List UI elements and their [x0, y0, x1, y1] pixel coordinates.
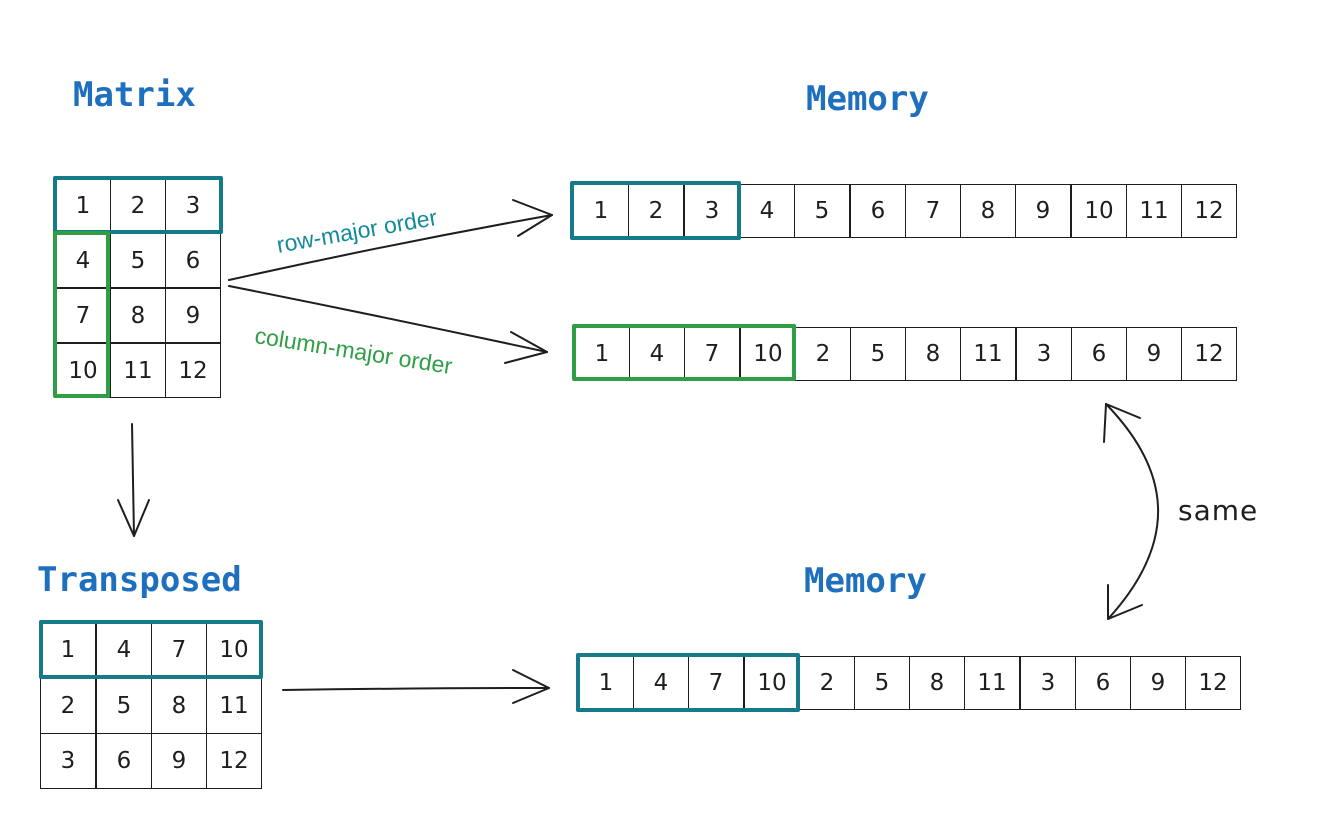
- cell: 3: [40, 733, 96, 789]
- row-major-arrowhead: [512, 199, 553, 237]
- transposed-title: Transposed: [37, 560, 242, 600]
- cell: 2: [40, 678, 96, 734]
- cell: 1: [55, 178, 111, 233]
- same-arrowhead-top: [1103, 403, 1141, 443]
- cell: 5: [110, 233, 166, 288]
- cell: 1: [574, 327, 630, 381]
- cell: 6: [1071, 327, 1127, 381]
- cell: 3: [1016, 327, 1072, 381]
- cell: 7: [905, 184, 961, 238]
- cell: 3: [684, 184, 740, 238]
- cell: 9: [1015, 184, 1071, 238]
- matrix-title: Matrix: [73, 75, 196, 115]
- cell: 8: [909, 656, 965, 710]
- cell: 3: [1020, 656, 1076, 710]
- cell: 3: [165, 178, 221, 233]
- same-label: same: [1178, 494, 1259, 527]
- cell: 6: [1075, 656, 1131, 710]
- cell: 4: [96, 622, 152, 678]
- cell: 12: [1181, 327, 1237, 381]
- cell: 9: [151, 733, 207, 789]
- cell: 12: [1185, 656, 1241, 710]
- cell: 6: [96, 733, 152, 789]
- cell: 5: [854, 656, 910, 710]
- cell: 12: [206, 733, 262, 789]
- column-major-arrowhead: [504, 331, 548, 364]
- cell: 10: [1071, 184, 1127, 238]
- transpose-down-arrowhead: [117, 499, 150, 537]
- transpose-down-arrow: [131, 423, 135, 537]
- cell: 8: [110, 288, 166, 343]
- cell: 4: [739, 184, 795, 238]
- cell: 9: [165, 288, 221, 343]
- memory-bottom-title: Memory: [804, 561, 927, 601]
- cell: 12: [1181, 184, 1237, 238]
- cell: 9: [1126, 327, 1182, 381]
- same-curved-arrow: [1105, 403, 1160, 620]
- cell: 2: [795, 327, 851, 381]
- transposed-to-memory-arrow: [282, 687, 550, 691]
- cell: 2: [628, 184, 684, 238]
- cell: 8: [960, 184, 1016, 238]
- memory-top-title: Memory: [806, 79, 929, 119]
- transposed-to-memory-arrowhead: [512, 669, 550, 704]
- cell: 11: [964, 656, 1020, 710]
- same-arrowhead-bottom: [1107, 584, 1143, 620]
- column-major-arrow: [228, 285, 548, 353]
- cell: 5: [794, 184, 850, 238]
- cell: 11: [206, 678, 262, 734]
- cell: 10: [740, 327, 796, 381]
- cell: 5: [850, 327, 906, 381]
- cell: 11: [960, 327, 1016, 381]
- cell: 6: [165, 233, 221, 288]
- cell: 12: [165, 343, 221, 398]
- cell: 2: [799, 656, 855, 710]
- row-major-arrow: [228, 214, 553, 281]
- cell: 11: [1126, 184, 1182, 238]
